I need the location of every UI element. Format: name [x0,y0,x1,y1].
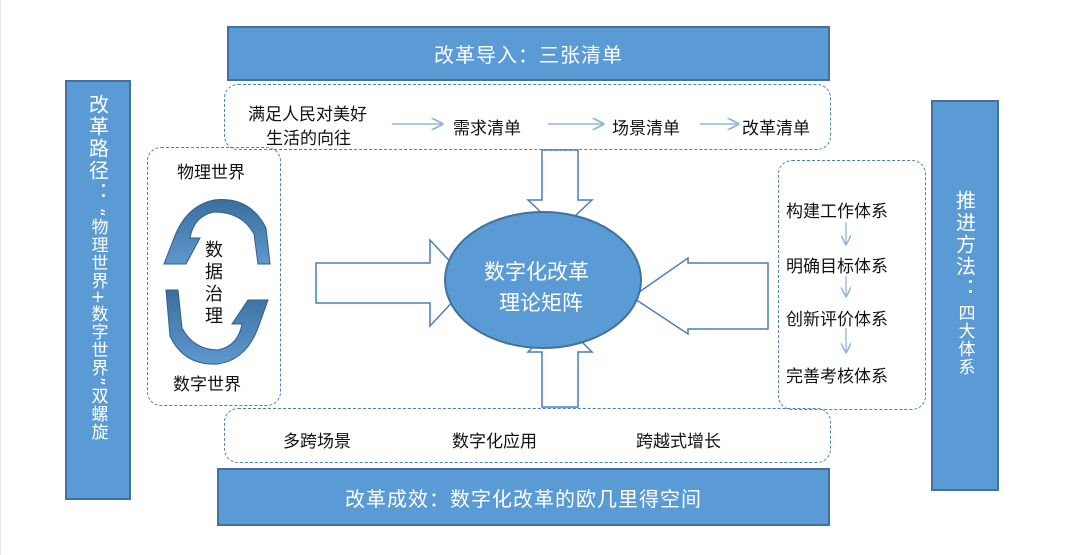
flow-start-line2: 生活的向往 [266,129,351,149]
flow-start-line1: 满足人民对美好 [248,105,367,125]
flow-step-1: 需求清单 [453,119,521,139]
cycle-container [147,147,281,406]
cycle-center-char-1: 数 [205,240,223,261]
arrow-from-left [315,238,472,328]
outcome-3: 跨越式增长 [636,432,721,452]
system-item-1: 构建工作体系 [786,202,888,222]
right-method-bar: 推进方法： 四大体系 [931,100,999,491]
arrow-from-right [630,256,769,336]
flow-step-3: 改革清单 [742,119,810,139]
system-item-3: 创新评价体系 [786,310,888,330]
left-bar-title: 改革路径： [85,94,110,204]
system-item-2: 明确目标体系 [786,257,888,277]
cycle-center-char-2: 据 [205,262,223,283]
right-bar-subtitle: 四大体系 [954,304,975,376]
cycle-top-label: 物理世界 [177,163,245,183]
cycle-center-char-4: 理 [205,306,223,327]
outcomes-container [224,408,831,463]
center-title-line1: 数字化改革 [484,260,589,284]
flow-container [224,84,831,150]
top-banner: 改革导入：三张清单 [227,26,830,81]
cycle-bottom-label: 数字世界 [173,375,241,395]
center-title-line2: 理论矩阵 [499,291,583,315]
cycle-center-char-3: 治 [205,284,223,305]
center-ellipse [444,211,642,349]
bottom-banner: 改革成效：数字化改革的欧几里得空间 [217,468,830,526]
outcome-2: 数字化应用 [452,432,537,452]
outcome-1: 多跨场景 [283,432,351,452]
cycle-arrow-bottom [165,289,269,365]
system-item-4: 完善考核体系 [786,367,888,387]
left-bar-subtitle: “物理世界+数字世界”双螺旋 [87,208,108,441]
right-bar-title: 推进方法： [952,190,977,300]
cycle-arrow-top [163,199,271,265]
left-path-bar: 改革路径： “物理世界+数字世界”双螺旋 [65,80,131,500]
flow-step-2: 场景清单 [612,119,680,139]
systems-container [778,160,926,410]
